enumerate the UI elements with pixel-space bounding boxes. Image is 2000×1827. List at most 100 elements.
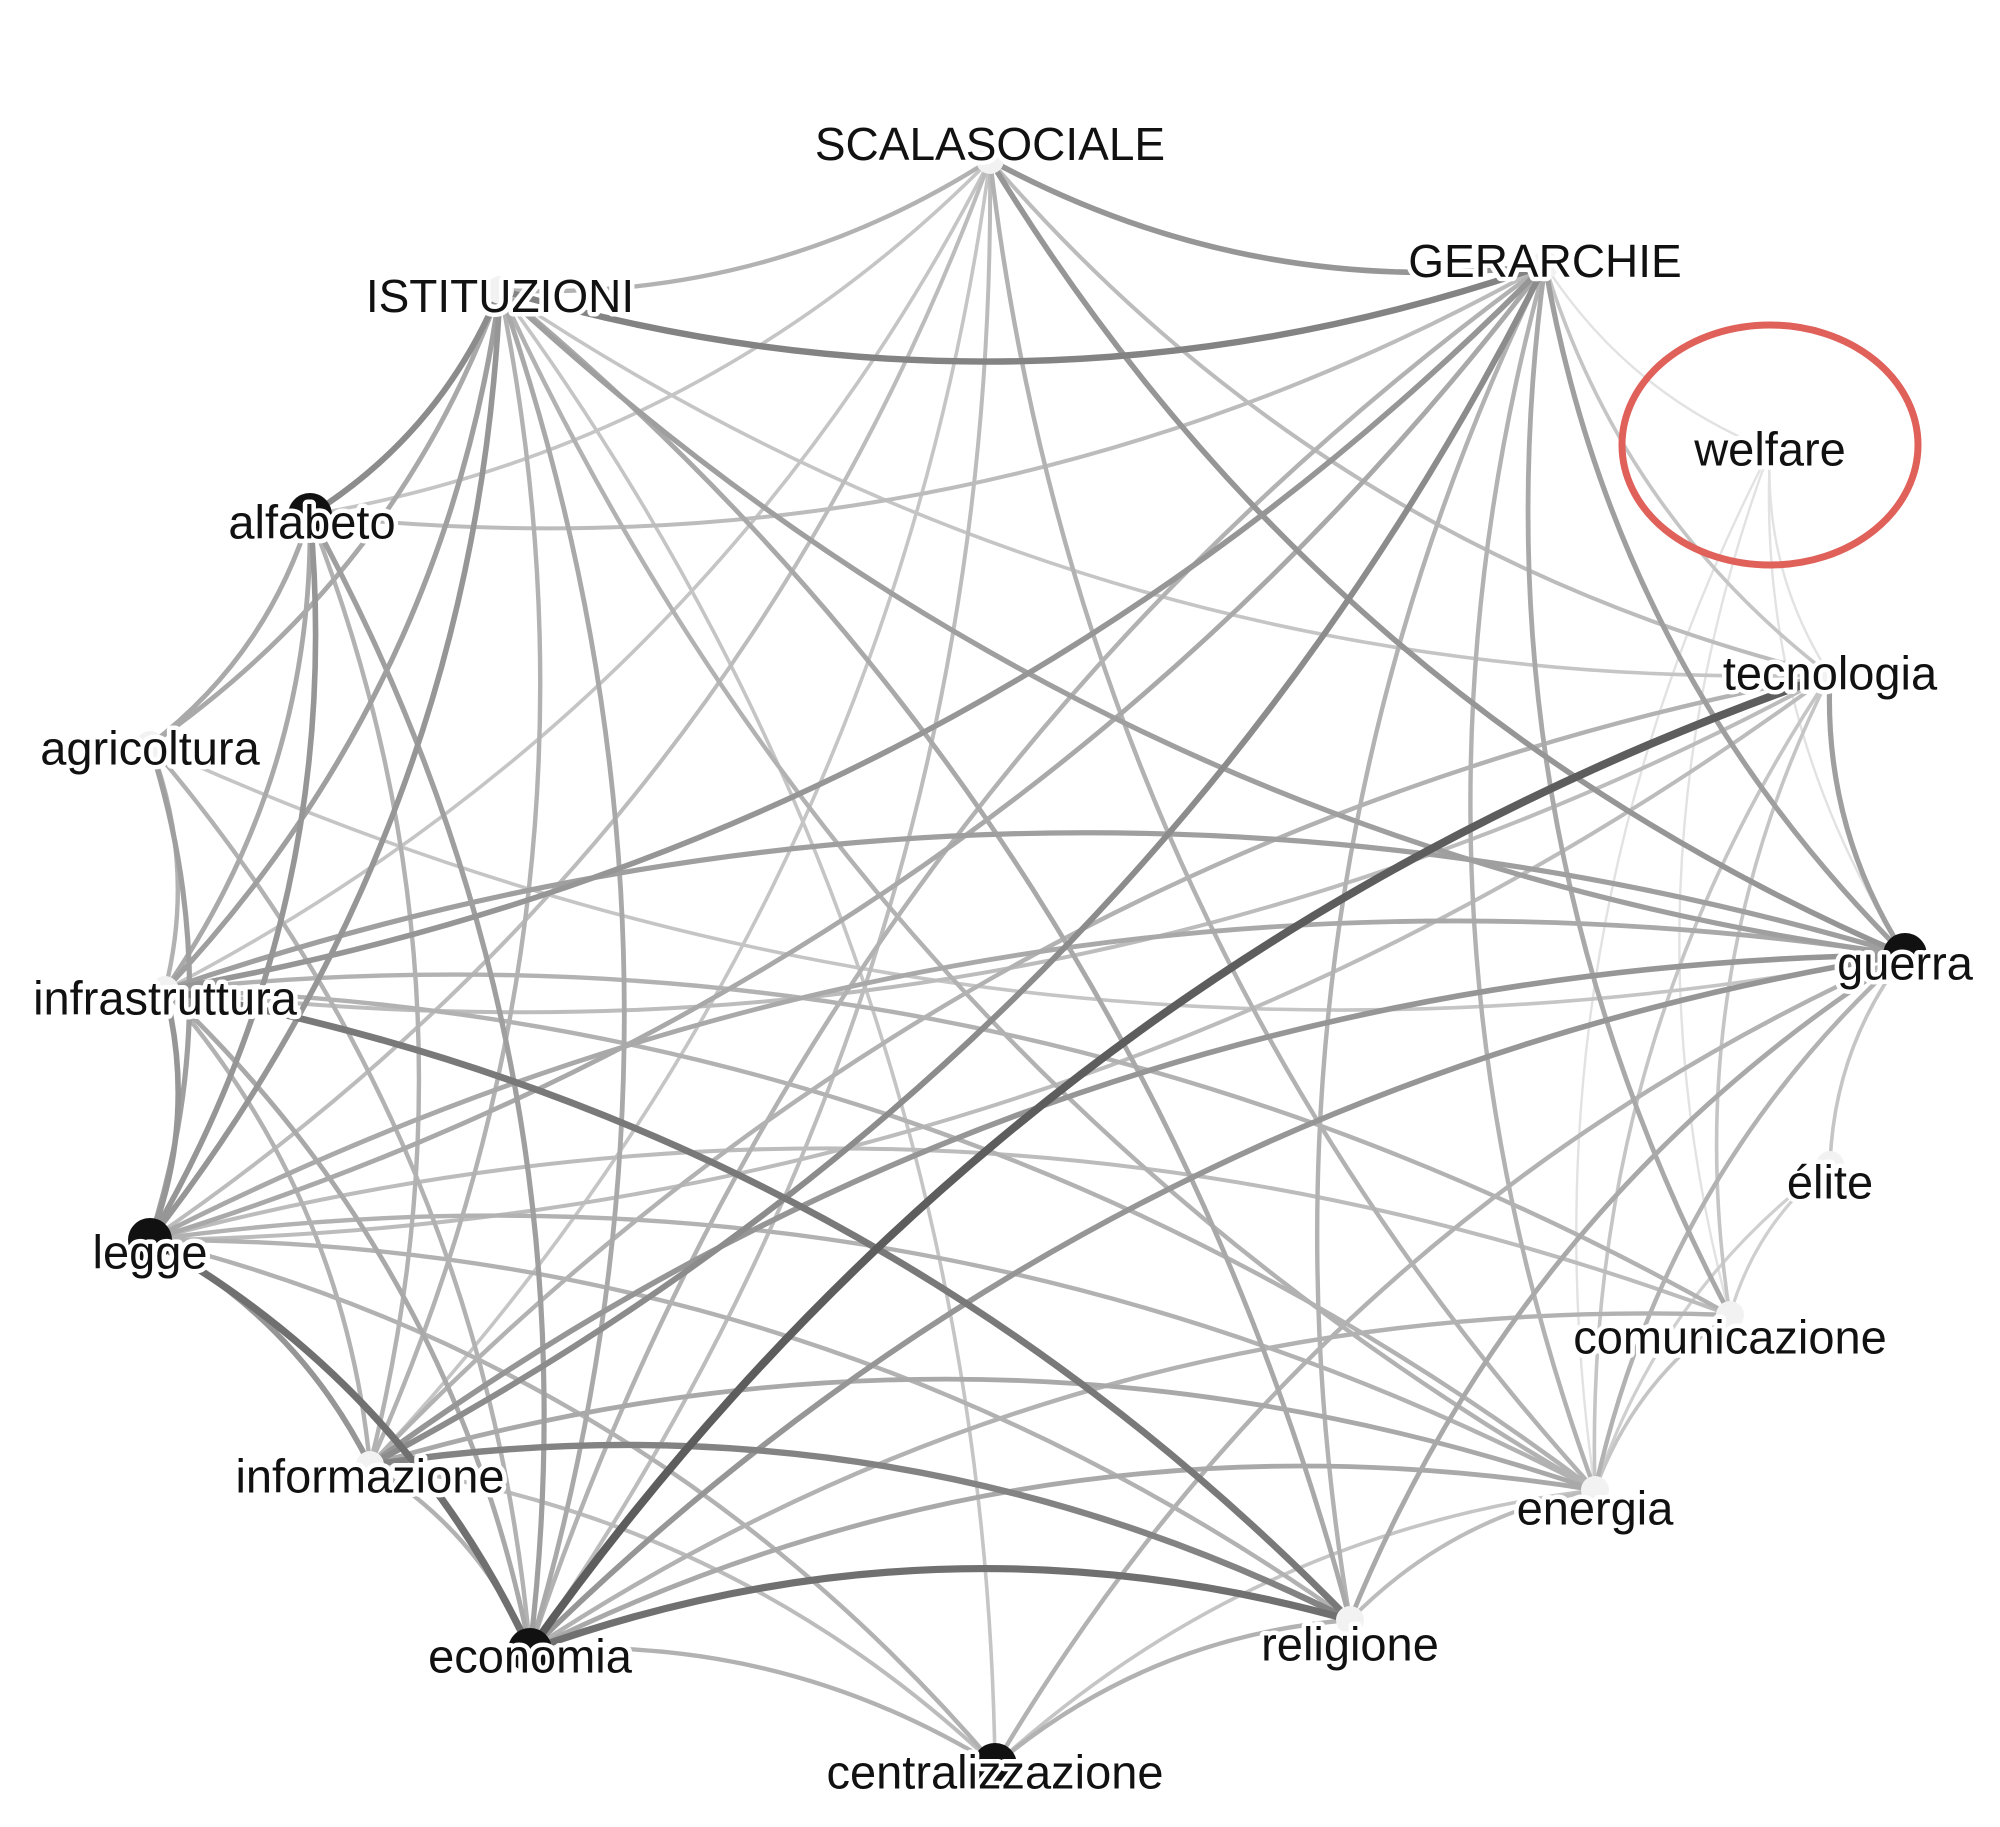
- edge-gerarchie-economia: [527, 262, 1548, 1653]
- node-dot-informazione[interactable]: [356, 1451, 384, 1479]
- edge-istituzioni-centralizzazione: [498, 288, 997, 1767]
- edge-scalasociale-legge: [148, 158, 992, 1242]
- node-dot-istituzioni[interactable]: [486, 276, 514, 304]
- edge-guerra-religione: [1347, 952, 1908, 1623]
- node-label-tecnologia: tecnologia: [1723, 646, 1938, 699]
- edge-alfabeto-agricoltura: [147, 512, 313, 748]
- edge-elite-guerra: [1828, 953, 1907, 1167]
- node-label-elite: élite: [1787, 1155, 1873, 1208]
- node-dot-guerra[interactable]: [1883, 933, 1927, 977]
- edge-informazione-energia: [367, 1376, 1598, 1493]
- node-dot-elite[interactable]: [1816, 1151, 1844, 1179]
- node-dot-economia[interactable]: [508, 1628, 552, 1672]
- node-dot-infrastruttura[interactable]: [151, 976, 179, 1004]
- edge-infrastruttura-energia: [162, 987, 1598, 1493]
- edge-istituzioni-agricoltura: [147, 287, 503, 748]
- edge-economia-religione: [526, 1564, 1354, 1654]
- edge-scalasociale-guerra: [987, 157, 1908, 958]
- edge-istituzioni-guerra: [497, 287, 1908, 958]
- edge-gerarchie-comunicazione: [1525, 262, 1733, 1318]
- edge-infrastruttura-legge: [147, 987, 182, 1243]
- edge-guerra-economia: [527, 952, 1908, 1653]
- node-label-economia: economia: [428, 1629, 633, 1682]
- edge-informazione-centralizzazione: [368, 1463, 997, 1767]
- edge-welfare-energia: [1575, 448, 1772, 1492]
- edge-infrastruttura-religione: [161, 986, 1354, 1624]
- edge-layer: [146, 157, 1908, 1768]
- edge-tecnologia-legge: [148, 673, 1832, 1242]
- node-dot-scalasociale[interactable]: [976, 146, 1004, 174]
- edge-agricoltura-infrastruttura: [147, 742, 180, 993]
- edge-tecnologia-economia: [526, 671, 1834, 1654]
- edge-tecnologia-guerra: [1826, 672, 1908, 958]
- edge-guerra-infrastruttura: [162, 830, 1908, 993]
- edge-istituzioni-infrastruttura: [162, 287, 503, 993]
- node-label-gerarchie: GERARCHIE: [1408, 235, 1681, 287]
- edge-scalasociale-gerarchie: [987, 157, 1548, 276]
- node-label-scalasociale: SCALASOCIALE: [815, 118, 1165, 170]
- node-label-guerra: guerra: [1837, 936, 1974, 989]
- node-label-energia: energia: [1517, 1481, 1675, 1534]
- edge-guerra-agricoltura: [148, 743, 1907, 1012]
- highlight-layer: [1618, 321, 1922, 569]
- node-label-istituzioni: ISTITUZIONI: [366, 270, 634, 322]
- edge-gerarchie-legge: [147, 262, 1548, 1243]
- edge-legge-energia: [147, 1213, 1598, 1493]
- edge-infrastruttura-economia: [162, 987, 533, 1653]
- node-dot-energia[interactable]: [1581, 1476, 1609, 1504]
- node-dot-alfabeto[interactable]: [288, 493, 332, 537]
- node-label-comunicazione: comunicazione: [1573, 1310, 1887, 1363]
- node-dot-gerarchie[interactable]: [1531, 251, 1559, 279]
- node-dot-comunicazione[interactable]: [1716, 1301, 1744, 1329]
- node-label-welfare: welfare: [1693, 422, 1846, 475]
- node-label-informazione: informazione: [235, 1449, 504, 1502]
- edge-gerarchie-guerra: [1542, 262, 1908, 958]
- edge-guerra-informazione: [367, 952, 1908, 1468]
- node-dot-layer: [128, 146, 1927, 1787]
- node-label-agricoltura: agricoltura: [40, 721, 260, 774]
- edge-economia-centralizzazione: [527, 1645, 998, 1768]
- node-dot-legge[interactable]: [128, 1218, 172, 1262]
- edge-legge-alfabeto: [147, 512, 319, 1243]
- edge-istituzioni-informazione: [367, 287, 543, 1468]
- edge-tecnologia-comunicazione: [1714, 673, 1832, 1317]
- edge-gerarchie-infrastruttura: [162, 262, 1548, 993]
- node-dot-agricoltura[interactable]: [136, 731, 164, 759]
- node-dot-religione[interactable]: [1336, 1606, 1364, 1634]
- node-label-legge: legge: [93, 1225, 208, 1278]
- edge-religione-centralizzazione: [992, 1617, 1353, 1768]
- node-label-infrastruttura: infrastruttura: [33, 971, 298, 1024]
- edge-alfabeto-infrastruttura: [162, 512, 313, 993]
- edge-scalasociale-energia: [987, 157, 1598, 1493]
- node-dot-welfare[interactable]: [1756, 436, 1784, 464]
- edge-scalasociale-infrastruttura: [163, 158, 992, 992]
- edge-legge-centralizzazione: [147, 1237, 998, 1768]
- edge-tecnologia-energia: [1592, 673, 1832, 1492]
- edge-comunicazione-energia: [1593, 1313, 1732, 1492]
- edge-informazione-alfabeto: [307, 512, 422, 1468]
- edge-guerra-centralizzazione: [992, 952, 1908, 1768]
- node-dot-tecnologia[interactable]: [1816, 661, 1844, 689]
- edge-gerarchie-energia: [1468, 262, 1598, 1493]
- edge-gerarchie-informazione: [367, 262, 1548, 1468]
- edge-istituzioni-legge: [147, 287, 503, 1243]
- label-layer: SCALASOCIALE GERARCHIE ISTITUZIONI welfare a…: [29, 114, 1979, 1803]
- node-label-alfabeto: alfabeto: [228, 495, 395, 548]
- edge-economia-alfabeto: [307, 512, 547, 1653]
- edge-legge-economia: [146, 1236, 534, 1654]
- edge-scalasociale-informazione: [368, 158, 992, 1467]
- edge-istituzioni-tecnologia: [498, 288, 1832, 678]
- edge-gerarchie-alfabeto: [308, 263, 1547, 531]
- edge-istituzioni-energia: [497, 287, 1598, 1493]
- edge-elite-energia: [1593, 1163, 1832, 1492]
- edge-informazione-religione: [366, 1441, 1354, 1624]
- edge-infrastruttura-informazione: [162, 987, 373, 1468]
- edge-gerarchie-tecnologia: [1543, 263, 1832, 677]
- edge-welfare-gerarchie: [1543, 263, 1772, 452]
- edge-welfare-comunicazione: [1678, 448, 1772, 1317]
- edge-istituzioni-religione: [497, 287, 1353, 1623]
- edge-legge-religione: [147, 1237, 1353, 1623]
- node-dot-centralizzazione[interactable]: [973, 1743, 1017, 1787]
